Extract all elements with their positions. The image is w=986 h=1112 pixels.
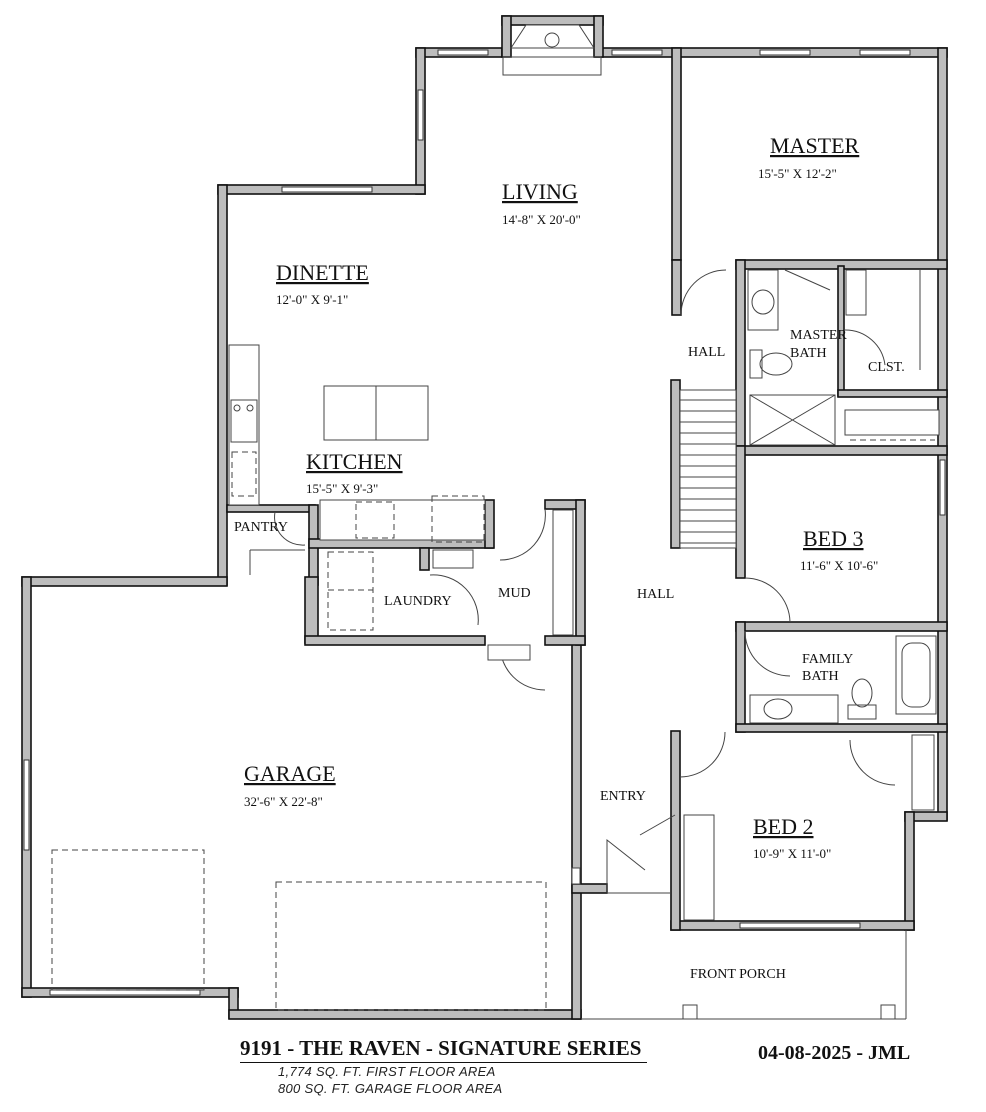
room-dim-bed3: 11'-6" X 10'-6" [800,558,878,573]
label-front-porch: FRONT PORCH [690,967,786,982]
room-name-garage: GARAGE [244,761,336,786]
label-closet: CLST. [868,360,905,375]
label-entry: ENTRY [600,789,646,804]
room-name-dinette: DINETTE [276,260,369,285]
label-hall-lower: HALL [637,587,674,602]
label-master-bath-1: MASTER [790,328,847,343]
fireplace [502,24,602,76]
label-laundry: LAUNDRY [384,594,452,609]
label-family-bath-1: FAMILY [802,652,853,667]
room-dim-garage: 32'-6" X 22'-8" [244,794,323,809]
plan-title: 9191 - THE RAVEN - SIGNATURE SERIES [240,1036,648,1063]
label-master-bath-2: BATH [790,346,827,361]
fixtures [51,269,940,1020]
room-labels: MASTER 15'-5" X 12'-2" LIVING 14'-8" X 2… [234,133,905,982]
garage-floor-area: 800 SQ. FT. GARAGE FLOOR AREA [278,1081,503,1096]
stair-outline [679,389,737,549]
room-dim-dinette: 12'-0" X 9'-1" [276,292,348,307]
room-name-kitchen: KITCHEN [306,449,403,474]
room-dim-kitchen: 15'-5" X 9'-3" [306,481,378,496]
room-dim-living: 14'-8" X 20'-0" [502,212,581,227]
room-dim-master: 15'-5" X 12'-2" [758,166,837,181]
door-swings [274,269,896,893]
room-dim-bed2: 10'-9" X 11'-0" [753,846,831,861]
label-hall-upper: HALL [688,345,725,360]
room-name-bed3: BED 3 [803,526,864,551]
room-name-living: LIVING [502,179,578,204]
label-mud: MUD [498,586,531,601]
label-family-bath-2: BATH [802,669,839,684]
label-pantry: PANTRY [234,520,288,535]
stairs [679,389,737,549]
room-name-bed2: BED 2 [753,814,814,839]
plan-date: 04-08-2025 - JML [758,1042,911,1064]
first-floor-area: 1,774 SQ. FT. FIRST FLOOR AREA [278,1064,496,1079]
interior-walls [226,47,948,733]
room-name-master: MASTER [770,133,860,158]
